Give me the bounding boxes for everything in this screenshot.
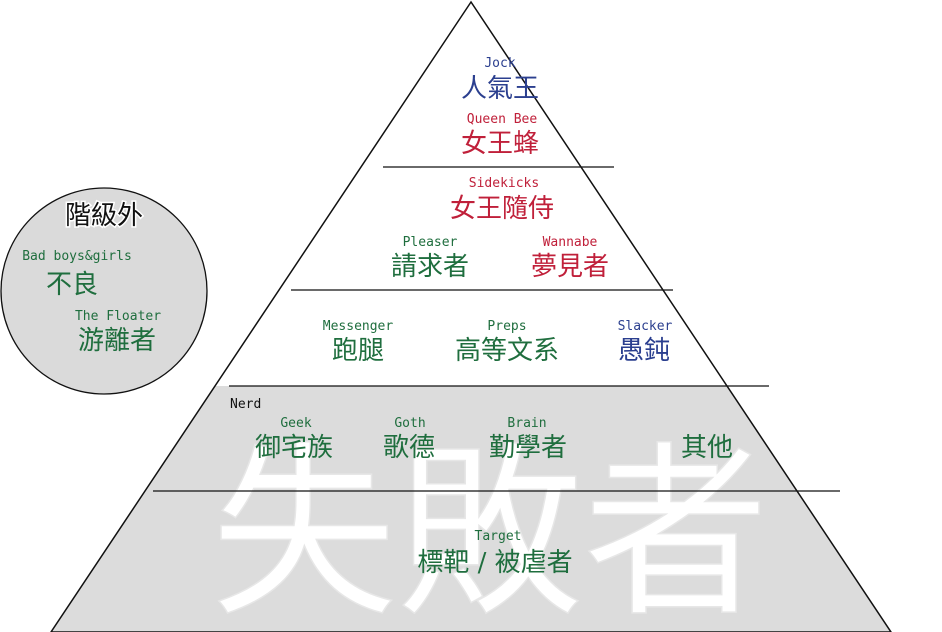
sidekicks-zh: 女王隨侍 <box>450 194 554 224</box>
jock-zh: 人氣王 <box>461 74 539 104</box>
brain-en: Brain <box>507 416 546 431</box>
bad-kids-zh: 不良 <box>46 270 98 300</box>
wannabe-zh: 夢見者 <box>531 252 609 282</box>
wannabe-en: Wannabe <box>543 235 598 250</box>
geek-zh: 御宅族 <box>255 433 333 463</box>
goth-zh: 歌德 <box>383 433 435 463</box>
sidekicks-en: Sidekicks <box>469 176 539 191</box>
pyramid-outline <box>50 0 892 632</box>
outcast-group: 階級外 Bad boys&girls 不良 The Floater 游離者 <box>0 187 208 395</box>
preps-en: Preps <box>487 319 526 334</box>
other-zh: 其他 <box>681 433 733 463</box>
goth-en: Goth <box>394 416 425 431</box>
jock-en: Jock <box>484 56 515 71</box>
nerd-label: Nerd <box>230 397 261 412</box>
pleaser-zh: 請求者 <box>391 252 469 282</box>
slacker-zh: 愚鈍 <box>618 336 670 366</box>
preps-zh: 高等文系 <box>455 336 559 366</box>
floater-zh: 游離者 <box>78 326 156 356</box>
slacker-en: Slacker <box>618 319 673 334</box>
floater-en: The Floater <box>75 309 161 324</box>
target-zh: 標靶 / 被虐者 <box>417 548 572 578</box>
messenger-en: Messenger <box>323 319 394 334</box>
bad-kids-en: Bad boys&girls <box>22 249 132 264</box>
tier-dividers <box>153 166 840 492</box>
pleaser-en: Pleaser <box>403 235 458 250</box>
queen-bee-zh: 女王蜂 <box>461 129 539 159</box>
queen-bee-en: Queen Bee <box>467 112 538 127</box>
loser-watermark: 失敗者 <box>211 425 769 632</box>
outcast-title: 階級外 <box>65 201 143 231</box>
loser-tier-shading <box>51 386 891 632</box>
messenger-zh: 跑腿 <box>332 336 384 366</box>
brain-zh: 勤學者 <box>489 433 567 463</box>
target-en: Target <box>475 529 522 544</box>
geek-en: Geek <box>280 416 311 431</box>
outcast-circle <box>0 187 208 395</box>
